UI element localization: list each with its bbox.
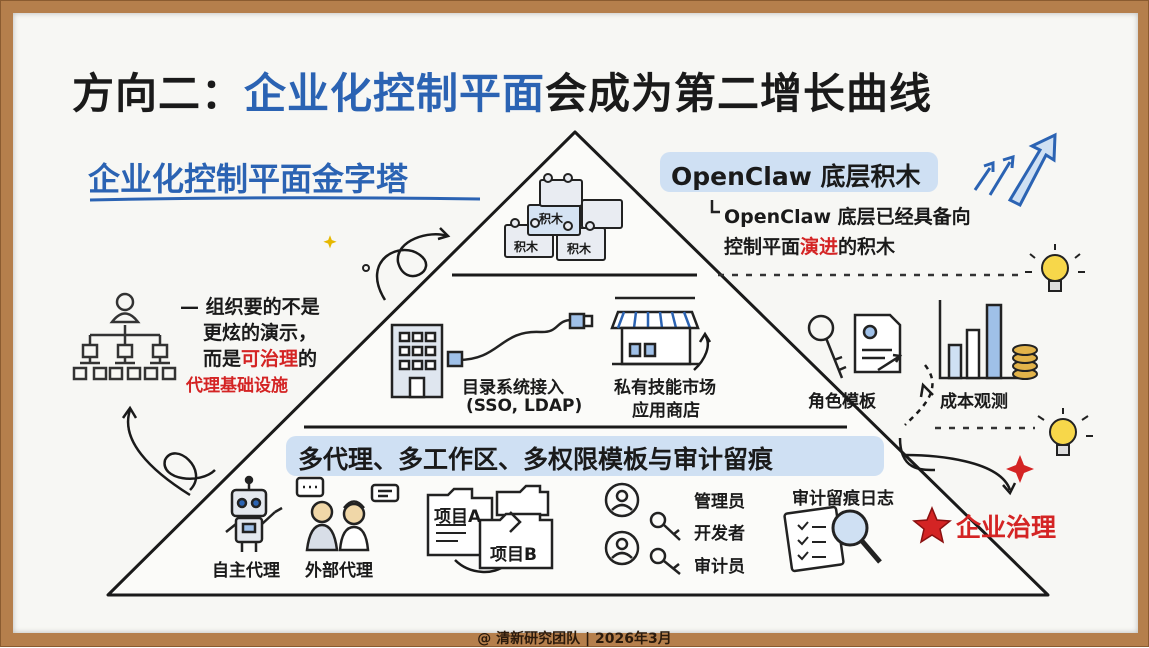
brick-blocks-icon (504, 173, 623, 261)
cost-observe-label: 成本观测 (940, 392, 1008, 412)
people-icon (295, 476, 400, 552)
title-prefix: 方向二： (72, 69, 245, 118)
openclaw-note-line2: 控制平面演进的积木 (724, 232, 895, 259)
openclaw-badge (660, 152, 938, 192)
bar-chart-icon (938, 300, 1028, 380)
robot-icon (225, 475, 283, 552)
project-a-label: 项目A (434, 507, 482, 527)
brick-label: 积木 (567, 242, 592, 256)
arrow-to-governance (904, 453, 1012, 491)
left-note-line4: 代理基础设施 (186, 376, 288, 396)
note-highlight: 演进 (800, 236, 839, 258)
usb-cable-icon (446, 312, 594, 368)
flow-arrows (121, 227, 1017, 574)
openclaw-note-line1: OpenClaw 底层已经具备向 (724, 206, 971, 228)
brick-label: 积木 (539, 212, 564, 226)
loop-arrow-left (126, 409, 191, 497)
left-note-line3: 而是可治理的 (203, 344, 317, 371)
role-developer-label: 开发者 (694, 524, 745, 544)
coins-icon (1012, 344, 1038, 380)
bottom-banner-label: 多代理、多工作区、多权限模板与审计留痕 (298, 445, 774, 474)
folder-icon (478, 511, 554, 570)
market-label: 私有技能市场 (614, 378, 716, 398)
sparkle-icon (323, 235, 1034, 483)
role-templates-label: 角色模板 (808, 392, 876, 412)
page-title: 方向二：企业化控制平面会成为第二增长曲线 (72, 60, 932, 121)
title-suffix: 会成为第二增长曲线 (545, 69, 933, 118)
key-icon (807, 314, 847, 379)
subtitle-underline (89, 196, 481, 202)
notebook-icon (783, 505, 845, 573)
directory-label: 目录系统接入 (462, 378, 564, 398)
autonomous-agent-label: 自主代理 (212, 561, 280, 581)
loop-arrow-upper (376, 233, 448, 301)
org-chart-icon (72, 292, 177, 381)
arrowhead-upper (437, 227, 451, 241)
note-highlight: 可治理 (241, 348, 299, 370)
id-card-icon (853, 313, 903, 374)
title-highlight: 企业化控制平面 (244, 69, 546, 118)
lightbulb-icon (1037, 408, 1093, 456)
star-icon (912, 506, 952, 544)
building-icon (390, 323, 444, 399)
pyramid-subtitle: 企业化控制平面金字塔 (88, 160, 409, 198)
dashed-arrow (904, 364, 934, 426)
note-text: 的积木 (838, 236, 896, 258)
note-bracket (710, 200, 720, 214)
magnifier-icon (831, 509, 882, 564)
role-auditor-label: 审计员 (694, 557, 745, 577)
audit-log-label: 审计留痕日志 (792, 489, 894, 509)
project-b-label: 项目B (490, 545, 537, 565)
directory-sub-label: (SSO, LDAP) (466, 396, 583, 416)
arrow-up-icon (973, 132, 1057, 208)
left-note-line1: — 组织要的不是 (180, 296, 320, 318)
market-sub-label: 应用商店 (632, 401, 700, 421)
bottom-banner (286, 436, 884, 476)
role-admin-label: 管理员 (694, 492, 745, 512)
pyramid (106, 130, 1050, 597)
openclaw-badge-label: OpenClaw 底层积木 (671, 162, 921, 191)
note-text: 的 (298, 348, 318, 370)
note-text: 控制平面 (724, 236, 801, 258)
brick-label: 积木 (514, 240, 539, 254)
footer-credit: @ 清新研究团队 | 2026年3月 (477, 631, 672, 647)
user-key-icon (604, 482, 681, 541)
enterprise-governance-label: 企业治理 (956, 513, 1057, 542)
external-agent-label: 外部代理 (305, 561, 373, 581)
market-stall-icon (610, 296, 700, 366)
left-note-line2: 更炫的演示， (203, 322, 318, 344)
folder-icon (426, 487, 494, 557)
lightbulb-icon (1025, 244, 1085, 292)
note-text: 而是 (203, 348, 242, 370)
user-key-icon (604, 530, 681, 575)
